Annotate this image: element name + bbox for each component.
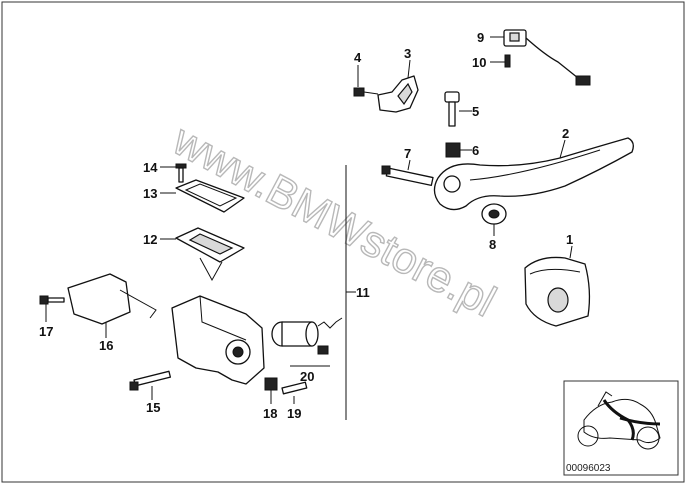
callout-11: 11 [356,285,370,300]
callout-9: 9 [477,30,484,45]
callout-19: 19 [287,406,301,421]
part-13-reservoir-cover [175,179,245,213]
leader-3 [407,59,411,79]
part-1-lever-housing [524,256,591,327]
callout-8: 8 [489,237,496,252]
part-2-clutch-lever [433,137,634,211]
part-18-nut [264,377,278,391]
callout-15: 15 [146,400,160,415]
part-17-screw [39,295,65,305]
callout-7: 7 [404,146,411,161]
callout-4: 4 [354,50,362,65]
callout-1: 1 [566,232,573,247]
part-12-diaphragm [175,227,245,282]
part-16-cover [67,273,157,325]
callout-17: 17 [39,324,53,339]
part-15-screw [129,370,172,391]
callout-20: 20 [300,369,314,384]
master-cylinder-body [171,295,265,385]
part-9-switch-connector [503,29,591,86]
part-5-pivot-pin [444,91,460,127]
part-10-screw [504,54,511,68]
callout-18: 18 [263,406,277,421]
leader-7 [407,159,411,171]
part-6-bushing [445,142,461,158]
callout-5: 5 [472,104,479,119]
part-3-bracket [377,75,419,113]
part-8-roller [481,203,507,225]
callout-2: 2 [562,126,569,141]
callout-6: 6 [472,143,479,158]
part-19-screw [281,381,308,395]
motorcycle-thumbnail-inset: 00096023 [563,380,679,476]
image-code: 00096023 [566,463,611,474]
callout-14: 14 [143,160,158,175]
part-7-adjuster-screw [381,165,434,187]
part-14-screw [175,163,187,183]
callout-12: 12 [143,232,157,247]
callout-16: 16 [99,338,113,353]
leader-2 [559,139,566,159]
leader-1 [569,245,573,259]
callout-10: 10 [472,55,486,70]
part-20-piston-kit [271,317,343,355]
part-4-screw [353,87,379,97]
callout-13: 13 [143,186,157,201]
callout-3: 3 [404,46,411,61]
